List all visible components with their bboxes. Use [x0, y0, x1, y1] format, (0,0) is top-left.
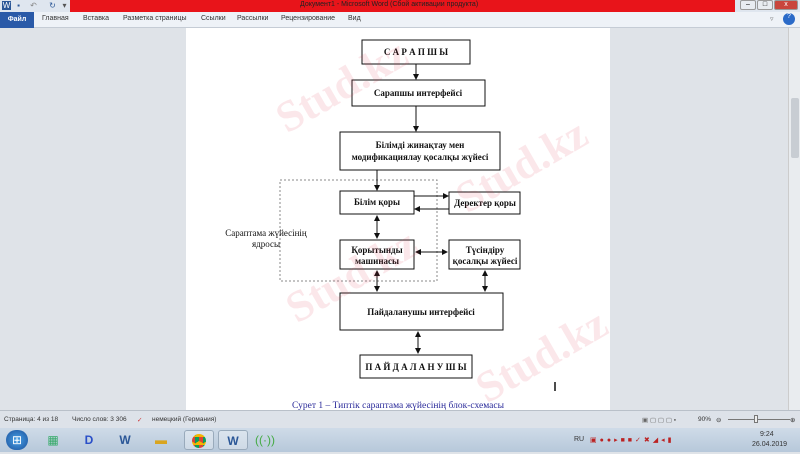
- page-count[interactable]: Страница: 4 из 18: [4, 416, 59, 423]
- title-bar-highlight: [70, 0, 735, 12]
- block-diagram: С А Р А П Ш Ы Сарапшы интерфейсі Білімді…: [225, 39, 556, 410]
- language[interactable]: немецкий (Германия): [152, 416, 217, 423]
- zoom-out-button[interactable]: ⊖: [716, 417, 722, 424]
- explanation-box: [448, 239, 521, 270]
- database-box: [448, 191, 521, 215]
- word-count[interactable]: Число слов: 3 306: [72, 416, 127, 423]
- knowledge-acquisition-label-2: модификациялау қосалқы жүйесі: [352, 152, 489, 162]
- knowledge-acquisition-label-1: Білімді жинақтау мен: [376, 140, 465, 150]
- media-player-icon[interactable]: D: [84, 433, 94, 447]
- tab-insert[interactable]: Вставка: [83, 15, 110, 22]
- start-button[interactable]: ⊞: [6, 430, 28, 450]
- zoom-slider[interactable]: [728, 419, 790, 420]
- word-app-icon[interactable]: W: [2, 1, 11, 10]
- vertical-scrollbar[interactable]: [788, 28, 800, 410]
- inference-label-1: Қорытынды: [351, 245, 402, 255]
- file-explorer-icon[interactable]: ▬: [155, 433, 167, 447]
- close-button[interactable]: x: [774, 0, 798, 10]
- knowledge-base-label: Білім қоры: [354, 197, 400, 207]
- tab-review[interactable]: Рецензирование: [281, 15, 336, 22]
- clock-time[interactable]: 9:24: [760, 431, 774, 438]
- user-interface-box: [339, 292, 504, 331]
- status-bar: Страница: 4 из 18 Число слов: 3 306 ✓ не…: [0, 410, 800, 428]
- undo-icon[interactable]: ↶: [30, 1, 37, 10]
- tab-home[interactable]: Главная: [42, 15, 69, 22]
- explanation-label-2: қосалқы жүйесі: [453, 256, 518, 266]
- clock-date[interactable]: 26.04.2019: [752, 441, 788, 448]
- ribbon-collapse-icon[interactable]: ▿: [770, 16, 774, 23]
- knowledge-base-box: [339, 190, 415, 215]
- figure-caption: Сурет 1 – Типтік сараптама жүйесінің бло…: [292, 400, 505, 410]
- inference-engine-box: [339, 239, 415, 270]
- user-label: П А Й Д А Л А Н У Ш Ы: [365, 362, 466, 372]
- help-icon[interactable]: ?: [783, 13, 795, 25]
- scrollbar-thumb[interactable]: [791, 98, 799, 158]
- zoom-level[interactable]: 90%: [698, 416, 712, 423]
- tab-file[interactable]: Файл: [0, 12, 34, 28]
- tray-icons[interactable]: ▣●●▸■■✓✖◢◂▮: [590, 437, 675, 444]
- tab-mailings[interactable]: Рассылки: [237, 15, 269, 22]
- explanation-label-1: Түсіндіру: [466, 245, 505, 255]
- chrome-icon[interactable]: [184, 430, 214, 450]
- core-dashed-box: [279, 179, 438, 282]
- tab-view[interactable]: Вид: [348, 15, 361, 22]
- view-buttons-icon[interactable]: ▣ ▢ ▢ ▢ ▪: [642, 417, 677, 424]
- user-box: [359, 354, 473, 379]
- window-title: Документ1 - Microsoft Word (Сбой активац…: [300, 1, 479, 8]
- core-label-1: Сараптама жүйесінің: [225, 228, 307, 238]
- network-app-icon[interactable]: ((·)): [255, 433, 275, 447]
- word-active-icon[interactable]: W: [218, 430, 248, 450]
- document-page[interactable]: С А Р А П Ш Ы Сарапшы интерфейсі Білімді…: [186, 28, 610, 410]
- tab-references[interactable]: Ссылки: [201, 15, 226, 22]
- save-icon[interactable]: ▪: [17, 1, 20, 10]
- knowledge-acquisition-box: [339, 131, 501, 171]
- expert-label: С А Р А П Ш Ы: [384, 47, 448, 57]
- inference-label-2: машинасы: [355, 256, 399, 266]
- zoom-slider-thumb[interactable]: [754, 415, 758, 423]
- quick-access-dropdown-icon[interactable]: ▾: [62, 1, 67, 10]
- maximize-button[interactable]: □: [757, 0, 773, 10]
- ribbon-tabs: Файл Главная Вставка Разметка страницы С…: [0, 12, 800, 28]
- title-bar: W ▪ ↶ ↻ ▾ Документ1 - Microsoft Word (Сб…: [0, 0, 800, 12]
- taskbar: ⊞ ▦ D W ▬ W ((·)) RU ▣●●▸■■✓✖◢◂▮ 9:24 26…: [0, 428, 800, 452]
- expert-interface-label: Сарапшы интерфейсі: [374, 88, 463, 98]
- calculator-icon[interactable]: ▦: [47, 433, 59, 447]
- database-label: Деректер қоры: [454, 198, 516, 208]
- input-language[interactable]: RU: [574, 436, 585, 443]
- expert-interface-box: [351, 79, 486, 107]
- word-taskbar-icon[interactable]: W: [119, 433, 131, 447]
- core-label-2: ядросы: [252, 239, 280, 249]
- spellcheck-icon[interactable]: ✓: [137, 417, 143, 424]
- tab-page-layout[interactable]: Разметка страницы: [123, 15, 187, 22]
- zoom-in-button[interactable]: ⊕: [790, 417, 796, 424]
- redo-icon[interactable]: ↻: [49, 1, 56, 10]
- user-interface-label: Пайдаланушы интерфейсі: [367, 307, 475, 317]
- minimize-button[interactable]: –: [740, 0, 756, 10]
